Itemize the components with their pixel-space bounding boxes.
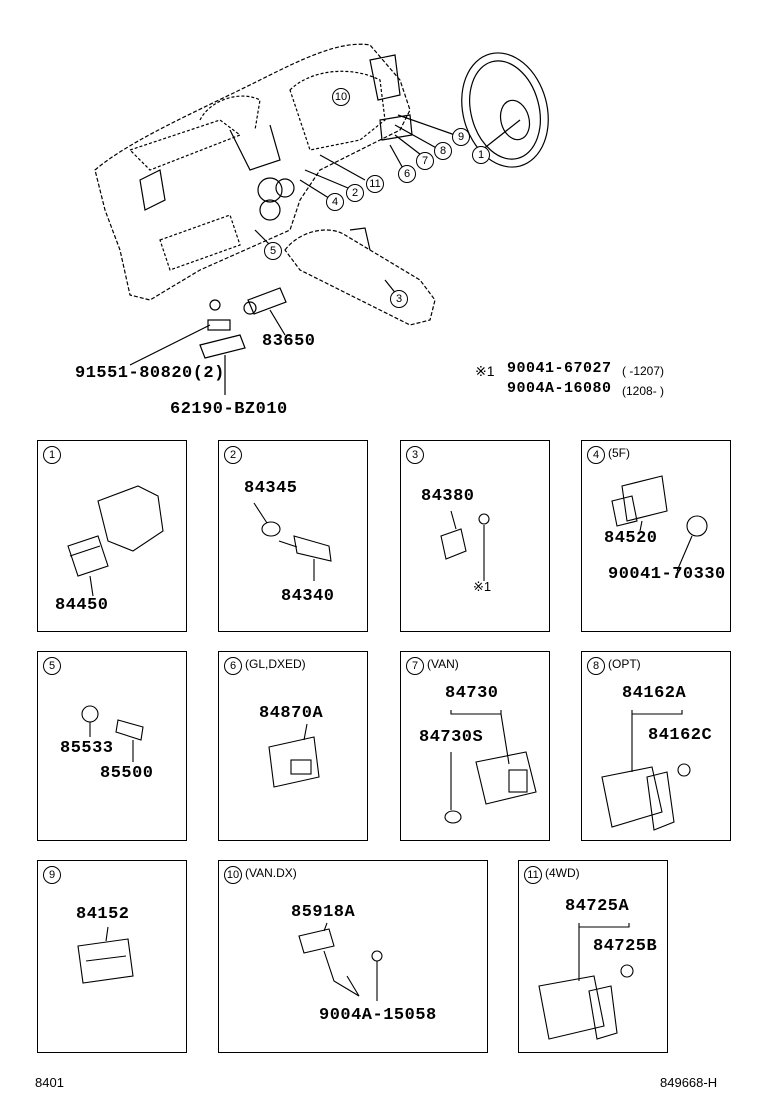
part-label-84152: 84152 (76, 905, 130, 924)
panel-number: 10 (224, 866, 242, 884)
part-label-84345: 84345 (244, 479, 298, 498)
panel-9: 9 84152 (37, 860, 187, 1053)
panel-number: 5 (43, 657, 61, 675)
part-label-84450: 84450 (55, 596, 109, 615)
callout-5: 5 (264, 242, 282, 260)
panel-2: 2 84345 84340 (218, 440, 368, 632)
panel-11: 11 (4WD) 84725A 84725B (518, 860, 668, 1053)
note-line2-range: (1208- ) (622, 384, 665, 398)
callout-7: 7 (416, 152, 434, 170)
part-label-84520: 84520 (604, 529, 658, 548)
callout-6: 6 (398, 165, 416, 183)
4wd-switch-drawing (538, 923, 634, 1040)
panel-5: 5 85533 85500 (37, 651, 187, 841)
part-label-85918A: 85918A (291, 903, 356, 922)
part-label-84725A: 84725A (565, 897, 630, 916)
callout-3: 3 (390, 290, 408, 308)
panel-number: 8 (587, 657, 605, 675)
panel-10: 10 (VAN.DX) 85918A 9004A-15058 (218, 860, 488, 1053)
part-label-91551: 91551-80820(2) (75, 364, 225, 383)
mirror-switch-drawing (268, 723, 320, 788)
part-label-84162A: 84162A (622, 684, 687, 703)
part-label-85500: 85500 (100, 764, 154, 783)
part-label-9004A-15058: 9004A-15058 (319, 1006, 437, 1025)
footer-right-code: 849668-H (660, 1075, 718, 1090)
switch-assembly-drawing (67, 485, 164, 597)
callout-2: 2 (346, 184, 364, 202)
panel-number: 9 (43, 866, 61, 884)
part-label-84730: 84730 (445, 684, 499, 703)
brake-switch-drawing (253, 502, 332, 581)
switch-84152-drawing (77, 926, 134, 984)
panel-number: 11 (524, 866, 542, 884)
window-switch-drawing (444, 710, 537, 824)
option-switch-drawing (601, 710, 691, 831)
note-ref-1: ※1 (473, 579, 492, 594)
panel-number: 4 (587, 446, 605, 464)
panel-1: 1 84450 (37, 440, 187, 632)
callout-9: 9 (452, 128, 470, 146)
panel-number: 2 (224, 446, 242, 464)
panel-note: (VAN.DX) (245, 866, 297, 880)
callout-8: 8 (434, 142, 452, 160)
part-label-85533: 85533 (60, 739, 114, 758)
callout-10: 10 (332, 88, 350, 106)
callout-4: 4 (326, 193, 344, 211)
panel-note: (4WD) (545, 866, 580, 880)
panel-note: (5F) (608, 446, 630, 460)
backup-switch-drawing (611, 475, 708, 572)
panel-note: (GL,DXED) (245, 657, 306, 671)
panel-note: (VAN) (427, 657, 459, 671)
panel-3: 3 84380 ※1 (400, 440, 550, 632)
panel-number: 6 (224, 657, 242, 675)
part-label-84162C: 84162C (648, 726, 713, 745)
note-line1-part: 90041-67027 (507, 360, 612, 377)
panel-number: 7 (406, 657, 424, 675)
part-label-84730S: 84730S (419, 728, 484, 747)
part-label-84380: 84380 (421, 487, 475, 506)
panel-number: 1 (43, 446, 61, 464)
part-label-84725B: 84725B (593, 937, 658, 956)
panel-7: 7 (VAN) 84730 84730S (400, 651, 550, 841)
panel-8: 8 (OPT) 84162A 84162C (581, 651, 731, 841)
part-label-84340: 84340 (281, 587, 335, 606)
panel-4: 4 (5F) 84520 90041-70330 (581, 440, 731, 632)
note-mark: ※1 (475, 363, 495, 379)
part-label-83650: 83650 (262, 332, 316, 351)
note-line2-part: 9004A-16080 (507, 380, 612, 397)
part-label-62190: 62190-BZ010 (170, 400, 288, 419)
footer-left-code: 8401 (35, 1075, 64, 1090)
callout-11: 11 (366, 175, 384, 193)
part-label-84870A: 84870A (259, 704, 324, 723)
relay-bracket-drawing (298, 922, 383, 1001)
part-label-90041-70330: 90041-70330 (608, 565, 726, 584)
panel-number: 3 (406, 446, 424, 464)
panel-note: (OPT) (608, 657, 641, 671)
door-switch-drawing (81, 705, 144, 762)
clutch-switch-drawing (440, 510, 490, 581)
panel-6: 6 (GL,DXED) 84870A (218, 651, 368, 841)
callout-1: 1 (472, 146, 490, 164)
note-line1-range: ( -1207) (622, 364, 665, 378)
